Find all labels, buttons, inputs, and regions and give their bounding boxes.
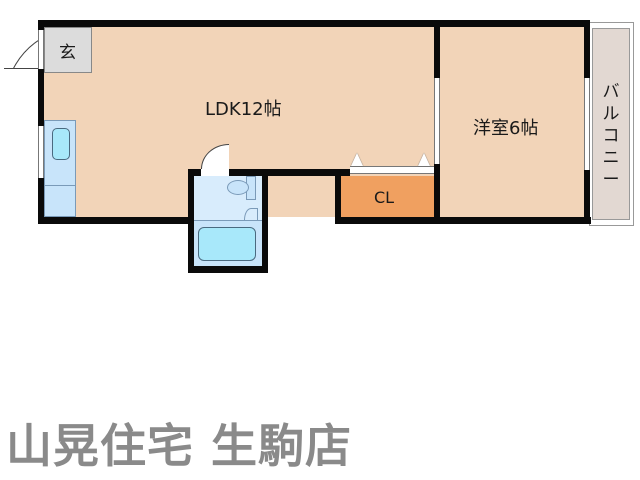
sink-icon [52, 128, 70, 160]
closet-door [350, 166, 434, 174]
western-room-floor [440, 27, 585, 217]
wall-bath-right [262, 169, 268, 273]
wall-closet-left [335, 169, 341, 224]
entrance-door-leaf [4, 68, 38, 69]
bath-area [194, 220, 262, 266]
wall-ldk-lower [188, 169, 350, 176]
wall-bath-bottom [188, 266, 268, 273]
bathroom [194, 176, 262, 266]
balcony-window [584, 78, 590, 170]
bathroom-door-opening [201, 169, 229, 176]
entrance-label: 玄 [59, 43, 76, 63]
closet: CL [341, 176, 436, 217]
balcony-label: バ ル コ ニ ー [602, 82, 620, 190]
balcony: バ ル コ ニ ー [589, 22, 634, 226]
entrance: 玄 [44, 27, 92, 73]
closet-door-handle-left-icon [351, 153, 363, 166]
bathtub-icon [198, 227, 256, 261]
wall-bath-left [188, 169, 194, 273]
toilet-icon [227, 180, 249, 195]
company-name: 山晃住宅 生駒店 [6, 419, 353, 473]
closet-door-handle-right-icon [418, 153, 430, 166]
closet-label: CL [374, 188, 395, 207]
kitchen-window [38, 126, 44, 178]
counter-divider [45, 185, 75, 186]
western-room-label: 洋室6帖 [473, 118, 539, 139]
entrance-door-opening [38, 30, 44, 69]
wall-bottom-left [38, 217, 194, 224]
wall-top [38, 20, 590, 27]
wall-closet-bottom [335, 217, 591, 224]
partition-sliding-door [434, 78, 440, 164]
balcony-floor [592, 28, 630, 220]
wall-left [38, 20, 44, 224]
kitchen-counter [44, 120, 76, 217]
ldk-label: LDK12帖 [205, 99, 282, 120]
